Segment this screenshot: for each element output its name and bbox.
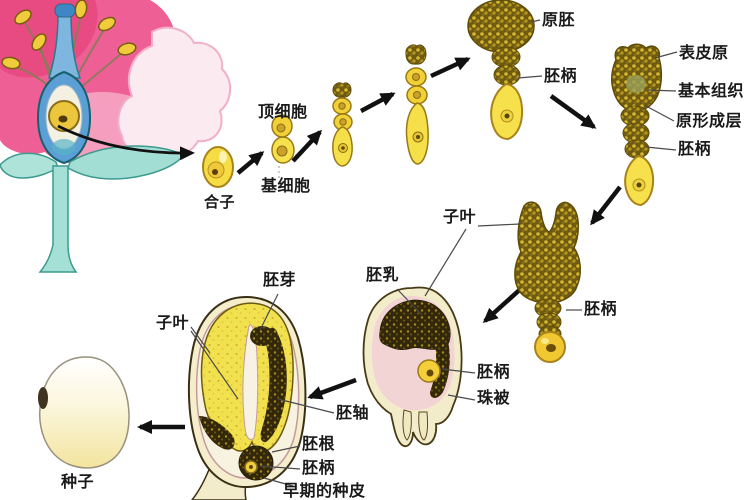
mature-embryo-seed-section [187, 295, 307, 500]
label-suspensor-midseed: 胚柄 [477, 364, 511, 381]
torpedo-embryo [514, 201, 582, 363]
filament-proembryo [405, 44, 429, 165]
label-early-seed-coat: 早期的种皮 [283, 483, 366, 500]
label-cotyledon-seed: 子叶 [156, 315, 190, 332]
developing-seed-midstage [362, 286, 463, 447]
label-suspensor-seed: 胚柄 [302, 460, 336, 477]
pale-petal-cloud [117, 26, 231, 158]
two-cell-embryo [271, 114, 295, 180]
label-protoderm: 表皮原 [679, 45, 729, 62]
pistil [36, 3, 92, 165]
label-basal-cell: 基细胞 [261, 178, 311, 195]
label-plumule: 胚芽 [263, 272, 297, 289]
anthers [1, 0, 137, 70]
flower-illustration [0, 0, 231, 273]
stage-arrows [137, 56, 622, 434]
label-radicle: 胚根 [302, 436, 336, 453]
label-suspensor-globular: 胚柄 [544, 68, 578, 85]
label-zygote: 合子 [204, 194, 236, 211]
heart-stage-embryo [611, 43, 663, 207]
label-ground-tissue: 基本组织 [678, 83, 745, 100]
globular-embryo [467, 0, 535, 141]
ovule-to-zygote-arrow [57, 124, 195, 161]
label-seed: 种子 [61, 474, 95, 491]
label-integument: 珠被 [477, 390, 511, 407]
label-cotyledon-torpedo: 子叶 [443, 209, 477, 226]
stem [38, 165, 78, 273]
hilum [38, 387, 48, 409]
four-cell-proembryo [332, 82, 353, 167]
pointer-lines [190, 19, 678, 487]
mature-seed [38, 356, 130, 469]
label-suspensor-torpedo: 胚柄 [584, 301, 618, 318]
label-hypocotyl: 胚轴 [336, 405, 370, 422]
label-proembryo: 原胚 [542, 12, 576, 29]
label-apical-cell: 顶细胞 [258, 104, 308, 121]
label-procambium: 原形成层 [676, 113, 743, 130]
label-suspensor-heart: 胚柄 [678, 141, 712, 158]
label-endosperm: 胚乳 [366, 267, 400, 284]
zygote-cell [202, 146, 234, 188]
